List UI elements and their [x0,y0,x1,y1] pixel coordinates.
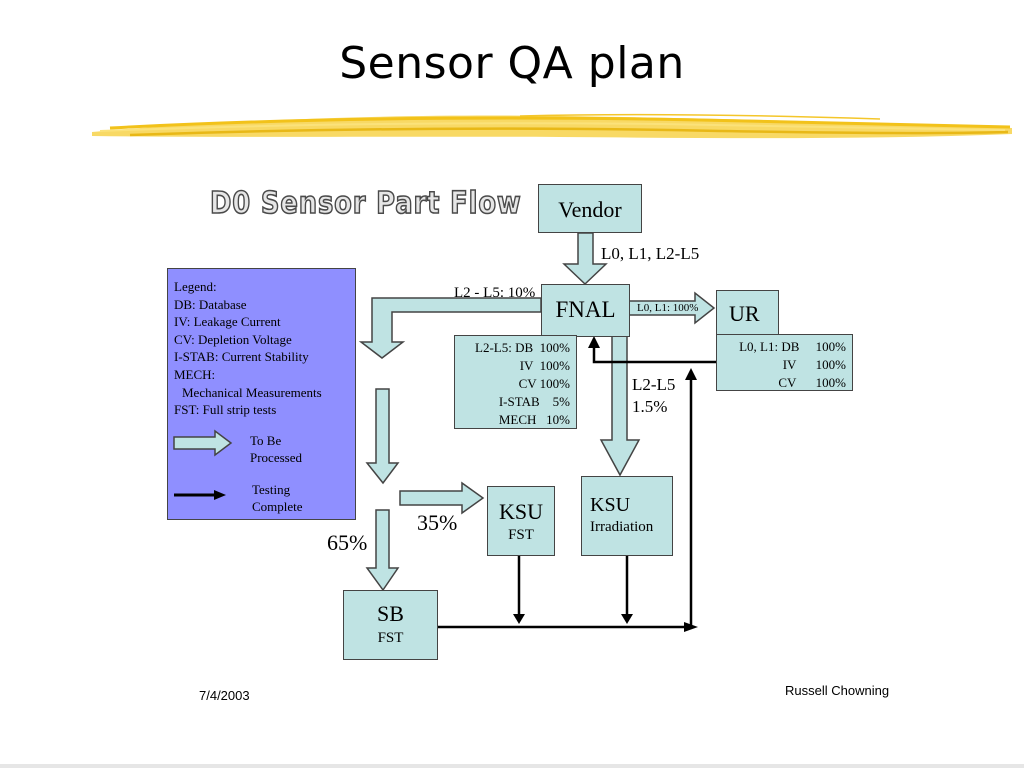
legend-solid-arrow-icon [214,490,226,500]
fnal-stat-cv: CV 100% [518,376,570,391]
vendor-to-fnal-label: L0, L1, L2-L5 [601,244,700,263]
legend-hollow-arrow-icon [173,429,233,457]
legend-item: MECH: [174,366,216,382]
vendor-label: Vendor [558,197,622,222]
legend-box: Legend: DB: Database IV: Leakage Current… [167,268,356,520]
legend-to-be-processed: To Be Processed [250,432,302,466]
fnal-stat-mech: MECH 10% [498,412,570,427]
ksu-fst-percent: 35% [417,510,458,535]
fnal-to-left-label: L2 - L5: 10% [454,285,536,301]
fnal-stat-istab: I-STAB 5% [498,394,570,409]
arrow-to-sb [365,509,400,592]
footer-author: Russell Chowning [785,683,890,698]
vendor-box: Vendor [538,184,642,233]
legend-testing-complete-line2: Complete [252,499,303,514]
slide-title: Sensor QA plan [339,38,685,89]
fnal-stat-db: L2-L5: DB 100% [475,340,570,355]
arrow-to-ksu-fst [399,481,485,515]
fnal-box: FNAL [541,284,630,337]
legend-testing-complete-line1: Testing [252,482,291,497]
fnal-label: FNAL [555,297,616,322]
sb-name: SB [377,601,404,626]
legend-item: FST: Full strip tests [174,402,277,418]
ksu-fst-box: KSU FST [487,486,555,556]
legend-heading: Legend: [174,279,217,294]
legend-to-be-processed-line1: To Be [250,433,282,448]
legend-item: DB: Database [174,296,247,312]
bottom-rule [0,764,1024,768]
diagram-title: D0 Sensor Part Flow [209,185,522,222]
fnal-to-ur-label: L0, L1: 100% [637,302,699,314]
arrow-vendor-to-fnal [562,232,608,286]
sb-fst-box: SB FST [343,590,438,660]
fnal-stats-box: L2-L5: DB 100% IV 100% CV 100% I-STAB 5%… [454,335,577,429]
legend-item: IV: Leakage Current [174,314,281,330]
sb-sub: FST [377,630,404,646]
legend-item: I-STAB: Current Stability [174,349,309,365]
arrow-fnal-to-ur [627,291,716,325]
ksu-irradiation-name: KSU [590,494,631,516]
legend-to-be-processed-line2: Processed [250,450,302,465]
title-underline-brush [92,113,1012,139]
ur-stat-cv: CV 100% [778,375,846,390]
fnal-to-ksu-irradiation-label: L2-L5 [632,375,676,394]
ur-stat-iv: IV 100% [782,357,846,372]
line-return-to-fnal [592,346,716,364]
arrow-fnal-to-left-down [358,297,542,359]
ur-stats-box: L0, L1: DB 100% IV 100% CV 100% [716,334,853,391]
legend-item: CV: Depletion Voltage [174,331,292,347]
ur-box: UR [716,290,779,335]
ksu-fst-name: KSU [498,499,543,524]
fnal-stat-iv: IV 100% [519,358,570,373]
ur-label: UR [729,301,760,326]
arrow-fnal-to-ksu-irradiation [599,335,641,477]
ur-stat-db: L0, L1: DB 100% [739,339,846,354]
fnal-to-ksu-irradiation-pct: 1.5% [632,397,668,416]
ksu-irradiation-box: KSU Irradiation [581,476,673,556]
legend-item: Mechanical Measurements [182,384,322,400]
sb-percent: 65% [327,530,368,555]
ksu-fst-sub: FST [508,527,534,543]
arrow-middle-down [365,388,400,485]
legend-testing-complete: Testing Complete [252,481,303,515]
ksu-irradiation-sub: Irradiation [590,519,654,535]
footer-date: 7/4/2003 [199,688,250,703]
